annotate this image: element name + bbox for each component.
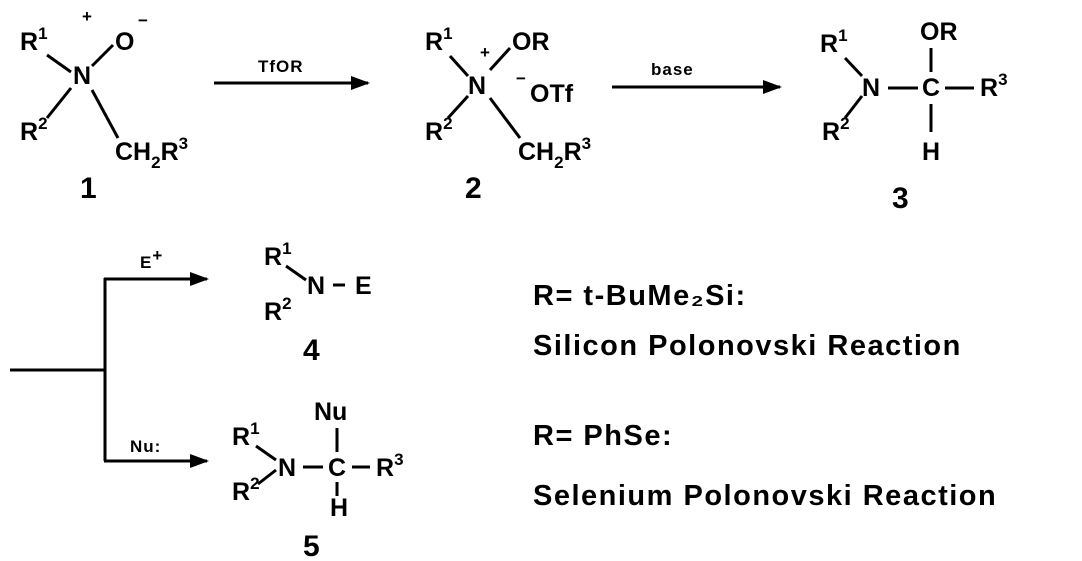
c5-r2: R2 — [232, 474, 260, 506]
c4-e: E — [355, 272, 372, 300]
selenium-reaction-name: Selenium Polonovski Reaction — [533, 480, 997, 512]
compound-1: R1 + N O − R2 CH2R3 — [20, 7, 188, 172]
arrow-step2-head — [763, 80, 782, 94]
compound-number-5: 5 — [303, 530, 320, 561]
c5-r3: R3 — [376, 450, 404, 482]
c3-r3: R3 — [980, 70, 1008, 102]
reagent-electrophile: E+ — [140, 246, 163, 272]
c1-bond-n-o — [90, 43, 115, 68]
c2-bond-r1-n — [448, 54, 470, 78]
c1-r1: R1 — [20, 24, 48, 56]
c2-bond-n-r2 — [446, 94, 470, 120]
reagent-nucleophile: Nu: — [130, 437, 161, 456]
c5-r1: R1 — [232, 419, 260, 451]
c5-bond-n-r2 — [257, 468, 277, 486]
c1-n-plus: + — [82, 7, 92, 26]
c2-n: N — [468, 72, 486, 100]
arrow-step2: base — [612, 60, 782, 94]
c3-n: N — [862, 74, 880, 102]
reagent-base: base — [651, 60, 694, 79]
c2-or: OR — [512, 28, 550, 56]
c5-c: C — [328, 454, 346, 482]
c4-r2: R2 — [264, 294, 292, 326]
c2-r2: R2 — [425, 114, 453, 146]
c1-bond-n-ch2 — [90, 89, 120, 139]
c1-bond-r1-n — [46, 53, 72, 74]
c1-o: O — [115, 28, 134, 56]
c5-nu: Nu — [314, 398, 347, 426]
compound-number-2: 2 — [465, 172, 482, 205]
c3-bond-n-r2 — [843, 95, 864, 119]
c1-bond-n-r2 — [45, 87, 73, 119]
c4-bond-r1-n — [285, 264, 307, 282]
c5-bond-r1-n — [255, 444, 277, 462]
c1-r2: R2 — [20, 114, 48, 146]
c3-or: OR — [920, 18, 958, 46]
branch-lower-head — [190, 454, 209, 468]
c5-h: H — [330, 494, 348, 522]
silicon-reaction-name: Silicon Polonovski Reaction — [533, 330, 962, 362]
arrow-step1-head — [351, 76, 370, 90]
branch-upper-head — [190, 272, 209, 286]
c2-ch2r3: CH2R3 — [518, 134, 591, 172]
c3-bond-r1-n — [843, 56, 864, 78]
compound-2: R1 + N OR − OTf R2 CH2R3 — [425, 24, 591, 172]
c2-bond-n-ch2 — [488, 97, 522, 139]
c2-bond-n-o — [488, 46, 512, 72]
c3-c: C — [922, 74, 940, 102]
reagent-tfor: TfOR — [258, 57, 304, 76]
compound-number-4: 4 — [303, 334, 320, 367]
c3-r2: R2 — [822, 114, 850, 146]
silicon-reagent-label: R= t-BuMe₂Si: — [533, 280, 747, 312]
branch-arrows: E+ Nu: — [10, 246, 209, 468]
compound-3: R1 N OR C R3 R2 H — [820, 18, 1008, 166]
compound-number-1: 1 — [80, 172, 97, 205]
c4-r1: R1 — [264, 239, 292, 271]
c3-r1: R1 — [820, 26, 848, 58]
compound-4: R1 N E R2 — [264, 239, 372, 326]
c1-o-minus: − — [138, 11, 148, 30]
c3-h: H — [922, 138, 940, 166]
arrow-step1: TfOR — [214, 57, 370, 90]
compound-number-3: 3 — [892, 182, 909, 215]
c2-r1: R1 — [425, 24, 453, 56]
c5-n: N — [278, 454, 296, 482]
c4-n: N — [307, 272, 325, 300]
c2-n-plus: + — [480, 43, 490, 62]
compound-5: R1 N Nu C R3 R2 H — [232, 398, 404, 522]
c2-otf: OTf — [530, 80, 574, 108]
c1-ch2r3: CH2R3 — [115, 134, 188, 172]
selenium-reagent-label: R= PhSe: — [533, 420, 673, 452]
c2-otf-minus: − — [516, 69, 526, 88]
c1-n: N — [73, 62, 91, 90]
